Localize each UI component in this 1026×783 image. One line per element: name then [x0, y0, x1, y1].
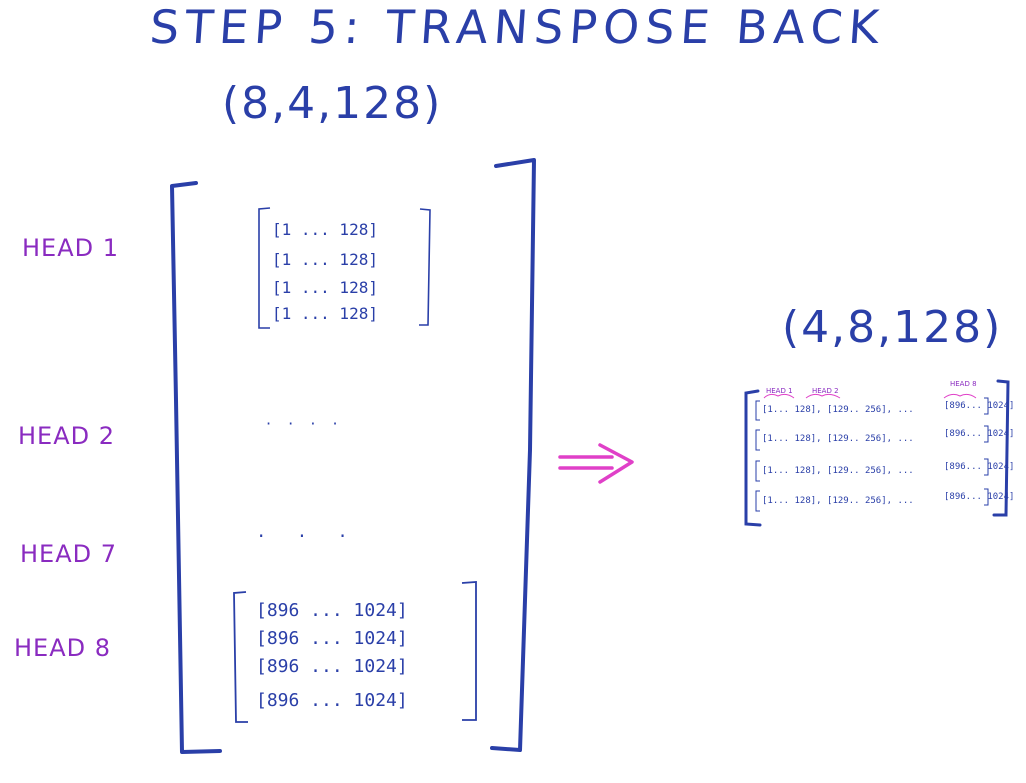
output-row-left: [1... 128], [129.. 256], ... [762, 405, 914, 415]
outer-right-bracket [490, 158, 536, 752]
head8-row: [896 ... 1024] [256, 628, 408, 649]
output-row-right: [896... 1024] [944, 429, 1015, 439]
head2-ellipsis: · · · · [266, 414, 344, 433]
head-label-2: HEAD 2 [18, 422, 116, 450]
head8-row: [896 ... 1024] [256, 656, 408, 677]
head8-right-bracket [461, 581, 477, 721]
output-head-label-1: HEAD 1 [766, 387, 793, 395]
output-head-label-8: HEAD 8 [950, 380, 977, 388]
head8-left-bracket [233, 591, 248, 723]
output-row-right: [896... 1024] [944, 492, 1015, 502]
head-label-1: HEAD 1 [22, 234, 120, 262]
head1-left-bracket [258, 207, 271, 329]
input-shape-label: (8,4,128) [222, 78, 443, 129]
head1-row: [1 ... 128] [272, 220, 378, 239]
head7-ellipsis: · · · [258, 524, 360, 548]
head1-right-bracket [419, 208, 431, 326]
output-head-label-2: HEAD 2 [812, 387, 839, 395]
head1-row: [1 ... 128] [272, 250, 378, 269]
head1-row: [1 ... 128] [272, 304, 378, 323]
head1-row: [1 ... 128] [272, 278, 378, 297]
head-label-8: HEAD 8 [14, 634, 112, 662]
output-row-left: [1... 128], [129.. 256], ... [762, 434, 914, 444]
head8-row: [896 ... 1024] [256, 690, 408, 711]
output-left-bracket [744, 389, 762, 527]
output-row-right: [896... 1024] [944, 462, 1015, 472]
outer-left-bracket [170, 181, 222, 754]
output-row-left: [1... 128], [129.. 256], ... [762, 466, 914, 476]
transpose-arrow [558, 443, 634, 484]
output-row-left: [1... 128], [129.. 256], ... [762, 496, 914, 506]
output-right-bracket [992, 379, 1010, 517]
head-label-7: HEAD 7 [20, 540, 118, 568]
head8-row: [896 ... 1024] [256, 600, 408, 621]
brace-head8 [943, 393, 977, 399]
output-shape-label: (4,8,128) [782, 302, 1003, 353]
brace-head2 [805, 393, 841, 399]
output-row-right: [896... 1024] [944, 401, 1015, 411]
brace-head1 [763, 393, 795, 399]
